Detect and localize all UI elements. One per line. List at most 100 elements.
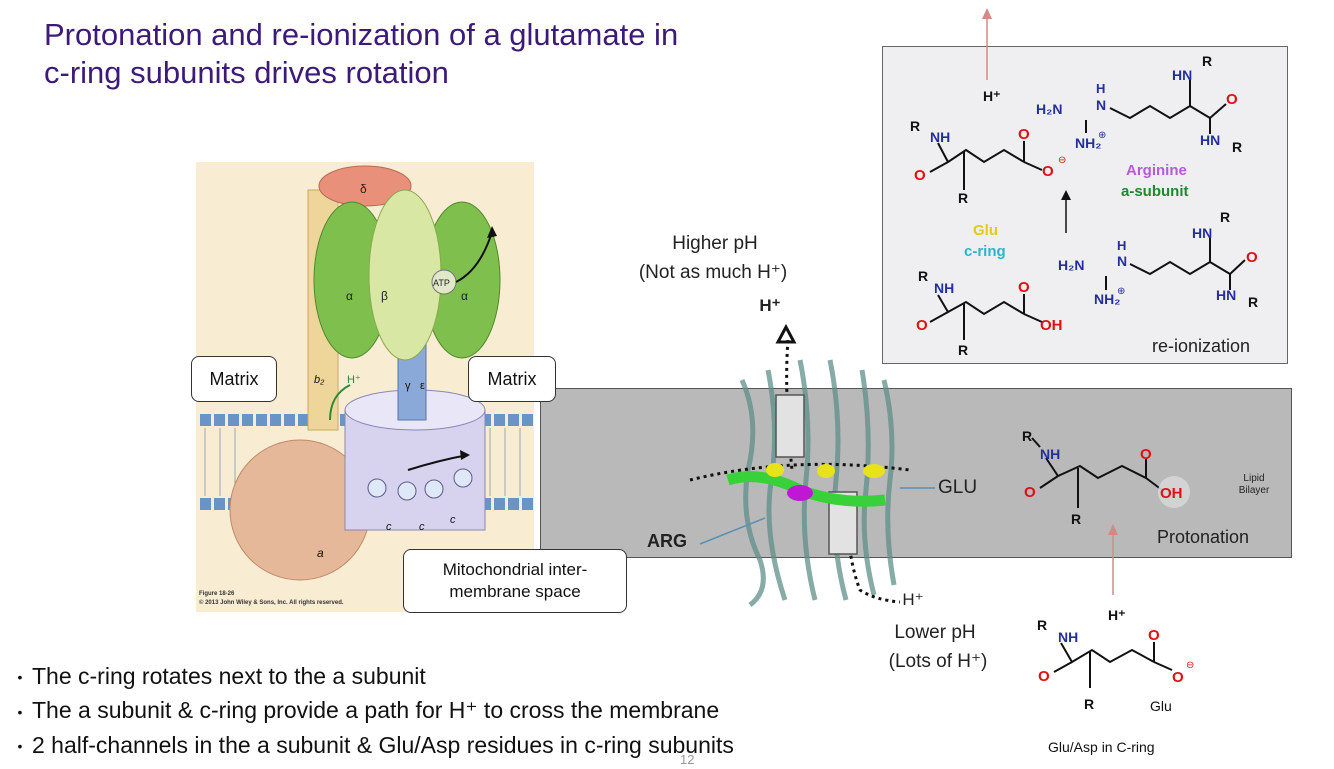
alpha-label-left: α	[346, 289, 353, 303]
bg-r1: R	[1037, 617, 1047, 633]
arg-pointer	[699, 517, 766, 545]
c-subunit-protons	[367, 468, 473, 501]
b1-r1: R	[910, 118, 920, 134]
lipid-bilayer-label: Lipid Bilayer	[1238, 473, 1270, 496]
figure-caption-2: © 2013 John Wiley & Sons, Inc. All right…	[199, 599, 344, 606]
matrix-right-label: Matrix	[487, 368, 537, 389]
b2-h2n: H₂N	[1058, 257, 1084, 273]
higher-ph-label: Higher pH	[672, 233, 758, 254]
a-subunit-label: a-subunit	[1121, 183, 1189, 200]
arg-structure-label: ARG	[647, 531, 687, 551]
figure-caption-1: Figure 18-26	[199, 591, 235, 597]
b1-r2: R	[958, 190, 968, 206]
bottom-h-plus: H⁺	[1108, 607, 1126, 623]
bottom-glu-caption: Glu/Asp in C-ring	[1048, 739, 1155, 755]
c-label-2: c	[419, 521, 425, 533]
m-r2: R	[1071, 511, 1081, 527]
alpha-label-right: α	[461, 289, 468, 303]
lower-ph-label: Lower pH	[894, 622, 976, 643]
reionization-label: re-ionization	[1152, 336, 1250, 356]
b1-hn: HN	[1172, 67, 1192, 83]
b1-r3: R	[1202, 53, 1212, 69]
b1-r4: R	[1232, 139, 1242, 155]
b2-oh: OH	[1040, 317, 1063, 334]
bg-o1: O	[1038, 668, 1050, 685]
c-label-1: c	[386, 521, 392, 533]
atp-label: ATP	[433, 278, 450, 288]
b1-o4: O	[1226, 91, 1238, 108]
glu-residue-1	[766, 463, 784, 477]
slide-title: Protonation and re-ionization of a gluta…	[44, 16, 824, 92]
b2-plus: ⊕	[1117, 286, 1125, 297]
matrix-callout-left: Matrix	[191, 356, 277, 402]
bullet-text-2: The a subunit & c-ring provide a path fo…	[32, 697, 720, 724]
bullet-text-3: 2 half-channels in the a subunit & Glu/A…	[32, 731, 734, 758]
intermembrane-label: Mitochondrial inter- membrane space	[442, 560, 588, 601]
bg-nh: NH	[1058, 629, 1078, 645]
bg-o2: O	[1148, 627, 1160, 644]
b2-hn: HN	[1192, 225, 1212, 241]
bg-r2: R	[1084, 696, 1094, 712]
bullet-list: •The c-ring rotates next to the a subuni…	[8, 660, 734, 763]
b2-o2: O	[1018, 279, 1030, 296]
bullet-item-1: •The c-ring rotates next to the a subuni…	[17, 663, 426, 689]
b1-h: H	[1096, 81, 1105, 96]
not-much-h-label: (Not as much H⁺)	[638, 262, 788, 283]
bullet-text-1: The c-ring rotates next to the a subunit	[32, 663, 426, 689]
page-number: 12	[680, 752, 695, 767]
epsilon-label: ε	[420, 380, 425, 392]
b1-nh2: NH₂	[1075, 135, 1101, 151]
m-nh: NH	[1040, 446, 1060, 462]
h-top-label: H⁺	[759, 296, 781, 315]
c-label-3: c	[450, 514, 456, 526]
b2-o4: O	[1246, 249, 1258, 266]
glu-residue-3	[863, 464, 885, 478]
m-r1: R	[1022, 428, 1032, 444]
bullet-item-2: •The a subunit & c-ring provide a path f…	[17, 697, 720, 724]
oh-highlight	[1158, 476, 1190, 508]
b2-r4: R	[1248, 294, 1258, 310]
delta-label: δ	[360, 182, 367, 196]
m-oh: OH	[1160, 485, 1183, 502]
m-o2: O	[1140, 446, 1152, 463]
intermembrane-callout: Mitochondrial inter- membrane space	[403, 549, 627, 613]
b2-hn2: HN	[1216, 287, 1236, 303]
arginine-label: Arginine	[1126, 162, 1187, 179]
c-ring-label: c-ring	[964, 243, 1006, 260]
b2-nh: NH	[934, 280, 954, 296]
beta-label: β	[381, 289, 388, 303]
title-line-1: Protonation and re-ionization of a gluta…	[44, 17, 679, 52]
bottom-glu-label: Glu	[1150, 698, 1172, 714]
bg-minus: ⊖	[1186, 660, 1194, 671]
b1-o3: O	[1042, 163, 1054, 180]
b1-h2n: H₂N	[1036, 101, 1062, 117]
protonation-label: Protonation	[1156, 527, 1250, 547]
protein-ribbons	[739, 359, 897, 607]
h-label-figure: H⁺	[347, 374, 361, 386]
bullet-item-3: •2 half-channels in the a subunit & Glu/…	[17, 731, 734, 758]
c-ring-ellipse-dotted	[689, 462, 911, 482]
box-h-plus: H⁺	[983, 88, 1001, 104]
bg-o3: O	[1172, 669, 1184, 686]
b2-h: H	[1117, 238, 1126, 253]
b1-o1: O	[914, 167, 926, 184]
glu-structure-label: GLU	[938, 477, 978, 498]
b1-minus: ⊖	[1058, 155, 1066, 166]
atp-release-arrow	[455, 231, 493, 283]
b2-r2: R	[958, 342, 968, 358]
glu-residue-2	[817, 464, 835, 478]
b2-nh2: NH₂	[1094, 291, 1120, 307]
arg-residue	[787, 485, 813, 501]
proton-path-arrow	[329, 384, 351, 421]
b2-r3: R	[1220, 209, 1230, 225]
b1-hn2: HN	[1200, 132, 1220, 148]
membrane-band	[540, 388, 1292, 558]
b1-plus: ⊕	[1098, 130, 1106, 141]
gamma-label: γ	[405, 380, 411, 392]
b1-nh: NH	[930, 129, 950, 145]
